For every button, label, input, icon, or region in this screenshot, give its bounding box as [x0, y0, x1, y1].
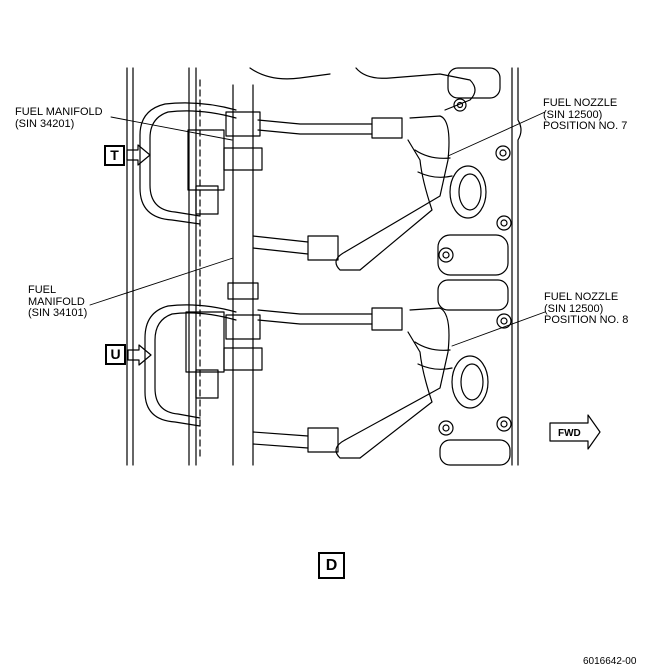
lower-branch-tube — [144, 304, 403, 427]
label-fuel-manifold-lower: FUEL MANIFOLD (SIN 34101) — [28, 284, 88, 319]
detail-marker-d: D — [318, 552, 345, 579]
leader-lines — [89, 111, 546, 347]
nozzle-feed-tubes — [252, 235, 339, 453]
fwd-label: FWD — [558, 428, 581, 439]
label-fuel-manifold-upper: FUEL MANIFOLD (SIN 34201) — [15, 106, 103, 130]
view-marker-u: U — [105, 344, 126, 365]
combustion-case-right — [249, 67, 522, 466]
case-bolts — [438, 98, 512, 436]
upper-branch-tube — [139, 102, 403, 225]
label-fuel-nozzle-8: FUEL NOZZLE (SIN 12500) POSITION NO. 8 — [544, 291, 629, 326]
fuel-nozzle-7 — [335, 115, 487, 271]
manifold-main-pipe — [223, 84, 263, 466]
fuel-nozzle-8 — [335, 307, 489, 459]
figure-id: 6016642-00 — [583, 656, 637, 667]
view-arrow-u — [127, 344, 152, 366]
engine-casing-left — [126, 67, 201, 466]
view-arrow-t — [126, 144, 151, 166]
label-fuel-nozzle-7: FUEL NOZZLE (SIN 12500) POSITION NO. 7 — [543, 97, 628, 132]
view-marker-t: T — [104, 145, 125, 166]
fwd-arrow: FWD — [549, 414, 601, 450]
